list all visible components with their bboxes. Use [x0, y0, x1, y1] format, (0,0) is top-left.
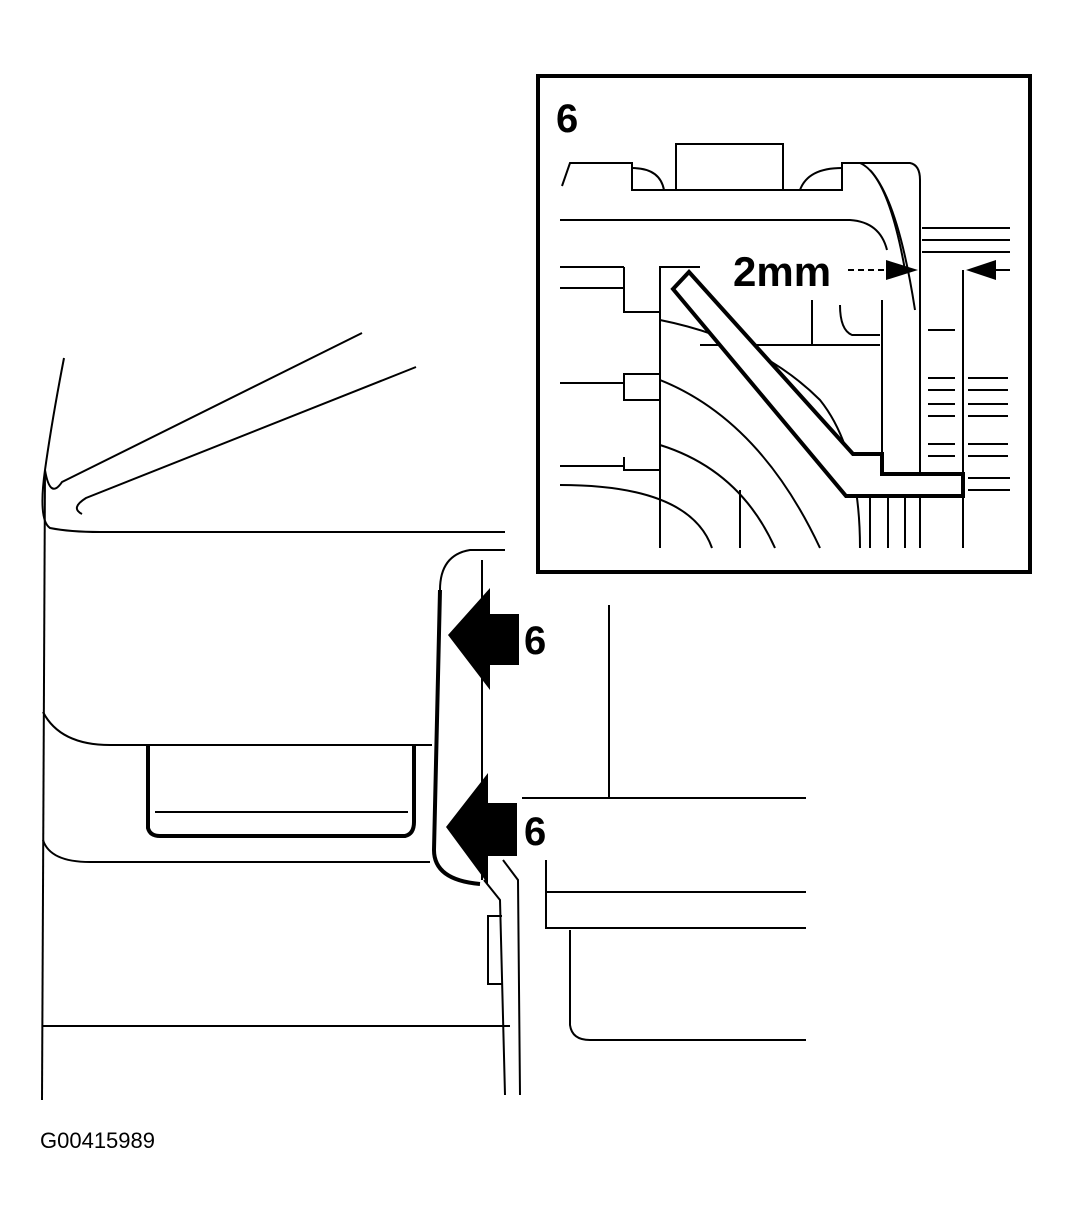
arrow-lower [446, 773, 517, 884]
arrow-upper-label: 6 [524, 619, 546, 663]
body-seam-line-1 [483, 879, 506, 1096]
panel-slant-line-inner [75, 366, 417, 515]
bumper-lower-curve [42, 839, 430, 863]
inset-drawing [559, 143, 1010, 549]
inset-top-bracket [561, 162, 921, 191]
inset-curve-4 [559, 484, 713, 549]
inset-top-round-right [799, 167, 843, 191]
panel-left-edge [41, 357, 505, 533]
dimension-indicator [848, 260, 1010, 280]
inset-curve-3 [659, 444, 776, 549]
side-panel-curve [439, 549, 505, 591]
panel-slant-line-outer [44, 332, 363, 490]
arrow-upper [448, 588, 519, 690]
arrow-lower-label: 6 [524, 810, 546, 854]
panel-left-outline [41, 469, 46, 1101]
body-tab [487, 915, 502, 985]
body-seam-line-2 [502, 859, 521, 1096]
right-frame-step [545, 860, 806, 929]
inset-rail-1 [560, 219, 888, 251]
inset-curve-2 [659, 379, 821, 549]
inset-top-round-left [631, 167, 665, 191]
right-frame-lower [569, 930, 806, 1041]
bumper-front-curve [42, 711, 432, 746]
dimension-arrow-left [886, 260, 918, 280]
inset-vertical-b [869, 169, 916, 311]
side-panel-edge [431, 589, 481, 886]
dimension-arrow-right [966, 260, 996, 280]
main-arrows [446, 588, 519, 884]
inset-callout-number: 6 [556, 97, 578, 141]
inset-block-low [623, 457, 660, 471]
bumper-recess [146, 745, 416, 838]
detail-inset [536, 74, 1032, 574]
inset-hatch [922, 227, 1010, 491]
inset-top-tab [675, 143, 784, 190]
retaining-clip [670, 269, 965, 498]
dimension-label: 2mm [733, 248, 831, 295]
figure-code: G00415989 [40, 1128, 155, 1153]
